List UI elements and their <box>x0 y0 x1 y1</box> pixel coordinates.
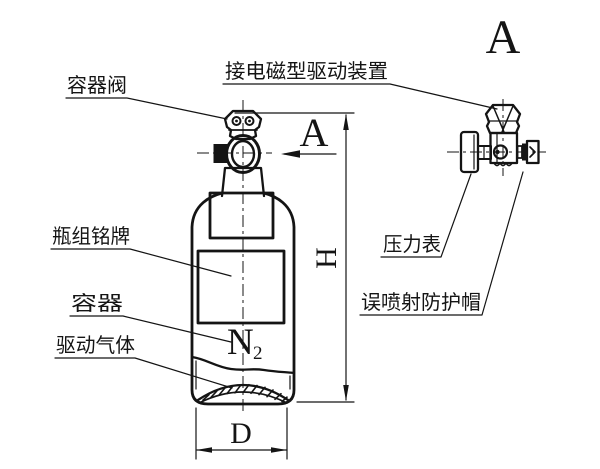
callout-container-valve: 容器阀 <box>65 74 228 120</box>
bottom-dome-outer-arc <box>196 383 290 402</box>
leader-drive-gas <box>54 357 233 389</box>
solenoid-port-block <box>213 144 228 163</box>
gas-formula-subscript: 2 <box>253 343 263 364</box>
valve-bolt-right <box>244 116 255 126</box>
detail-cap-facet-left <box>492 105 505 133</box>
valve-bolt-left <box>231 116 242 126</box>
view-arrow-head <box>281 150 300 158</box>
leader-nameplate <box>50 248 232 277</box>
bottom-dome-hatching <box>202 383 288 403</box>
label-drive-gas: 驱动气体 <box>56 334 135 357</box>
view-arrow-label: A <box>300 110 329 155</box>
leader-container-valve <box>65 97 228 120</box>
detail-body-port-circle <box>492 144 509 160</box>
valve-bolt-left-dot <box>235 119 238 123</box>
leader-container <box>69 315 232 343</box>
dim-H-arrow-top <box>343 114 349 130</box>
leader-solenoid-drive <box>222 83 498 110</box>
dim-H-label: H <box>310 247 343 269</box>
label-nameplate: 瓶组铭牌 <box>52 225 130 248</box>
nameplate-rect <box>196 249 286 325</box>
label-protective-cap: 误喷射防护帽 <box>361 291 481 314</box>
label-container: 容器 <box>71 292 123 315</box>
leader-pressure-gauge <box>380 173 472 258</box>
callout-pressure-gauge: 压力表 <box>380 173 472 258</box>
shoulder-label-rect <box>208 191 275 240</box>
callout-solenoid-drive: 接电磁型驱动装置 <box>222 60 498 110</box>
dim-D-arrow-left <box>196 447 212 453</box>
leader-protective-cap <box>359 171 524 316</box>
gas-formula: N <box>227 322 254 363</box>
protective-cap-body <box>525 139 540 165</box>
valve-handwheel-inner <box>230 139 256 169</box>
detail-cap-facet-right <box>501 105 514 133</box>
callout-nameplate: 瓶组铭牌 <box>50 225 232 277</box>
dim-D-label: D <box>230 417 252 450</box>
protective-cap-notch <box>529 146 536 158</box>
detail-view-title: A <box>486 11 521 64</box>
detail-body-port-dot <box>495 149 500 155</box>
valve-bolt-right-dot <box>248 119 251 123</box>
dim-H-arrow-bottom <box>343 385 349 401</box>
callout-protective-cap: 误喷射防护帽 <box>359 171 524 316</box>
label-container-valve: 容器阀 <box>67 74 127 97</box>
dim-D-arrow-right <box>271 447 287 453</box>
cap-thread-block <box>522 143 527 161</box>
gas-level-line <box>190 355 296 375</box>
valve-cap <box>223 109 263 141</box>
callout-container: 容器 <box>69 292 232 343</box>
detail-body-thread <box>493 162 513 167</box>
callout-drive-gas: 驱动气体 <box>54 334 233 389</box>
label-pressure-gauge: 压力表 <box>383 233 441 256</box>
label-solenoid-drive: 接电磁型驱动装置 <box>225 60 388 83</box>
cylinder-outline <box>190 191 296 406</box>
